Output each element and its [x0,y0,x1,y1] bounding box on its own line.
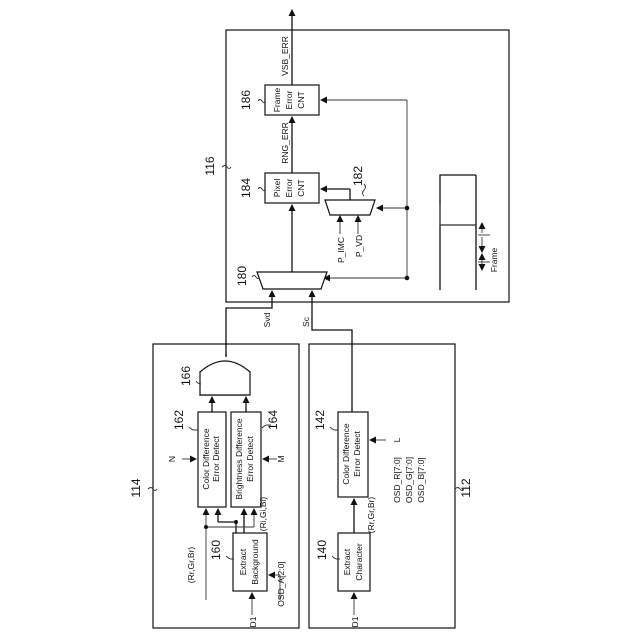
l-label: L [392,437,402,442]
ref-186: 186 [239,90,253,110]
b140-line2: Character [354,543,364,580]
m-label: M [276,455,286,462]
osd-g-label: OSD_G[7:0] [404,457,414,503]
module-112 [309,344,455,628]
ref-140: 140 [315,540,329,560]
ref-180: 180 [235,266,249,286]
b186-line2: Error [284,90,294,109]
ref-142: 142 [313,410,327,430]
b142-line2: Error Detect [352,430,362,476]
or-gate-166-body [200,361,250,395]
mux-182 [325,200,375,215]
ref-182: 182 [351,166,365,186]
d1-bottom-label: D1 [350,616,360,627]
ref-112: 112 [459,478,473,497]
ref-160: 160 [209,540,223,560]
vsb-err-label: VSB_ERR [280,36,290,76]
osd-r-label: OSD_R[7:0] [392,457,402,503]
module-116 [226,30,509,302]
mux-180 [257,272,327,289]
junction-522 [234,520,238,524]
ref-164: 164 [266,410,280,430]
b160-line2: Background [250,539,260,585]
p-vd-label: P_VD [354,235,364,257]
b140-line1: Extract [342,548,352,575]
ref-116: 116 [203,156,217,175]
b162-line2: Error Detect [211,435,221,481]
rigibi-label: (Ri,Gi,Bi) [258,497,268,532]
b160-line1: Extract [238,548,248,575]
ref-162: 162 [172,410,186,430]
n-label: N [167,456,177,462]
osd-a-label: OSD_A[2:0] [276,561,286,606]
b186-line1: Frame [272,87,282,112]
frame-label: Frame [489,247,499,272]
b162-line1: Color Difference [201,428,211,490]
ref-166: 166 [179,366,193,386]
b164-line1: Brightness Difference [234,418,244,499]
rrgrbr-bottom-label: (Rr,Gr,Br) [366,497,376,534]
b186-line3: CNT [296,91,306,108]
d1-top-label: D1 [248,616,258,627]
junction-278 [405,276,410,281]
ref-114: 114 [129,478,143,497]
b184-line2: Error [284,178,294,197]
junction-208 [405,206,410,211]
b142-line1: Color Difference [341,423,351,485]
junction-527 [204,525,208,529]
osd-b-label: OSD_B[7:0] [416,457,426,502]
svd-label: Svd [262,312,272,327]
b164-line2: Error Detect [245,435,255,481]
rrgrbr-top-label: (Rr,Gr,Br) [186,547,196,584]
rng-err-label: RNG_ERR [280,122,290,164]
p-imc-label: P_IMC [336,237,346,263]
ref-184: 184 [239,178,253,198]
b184-line1: Pixel [272,179,282,198]
b184-line3: CNT [296,179,306,196]
sc-label: Sc [301,316,311,327]
